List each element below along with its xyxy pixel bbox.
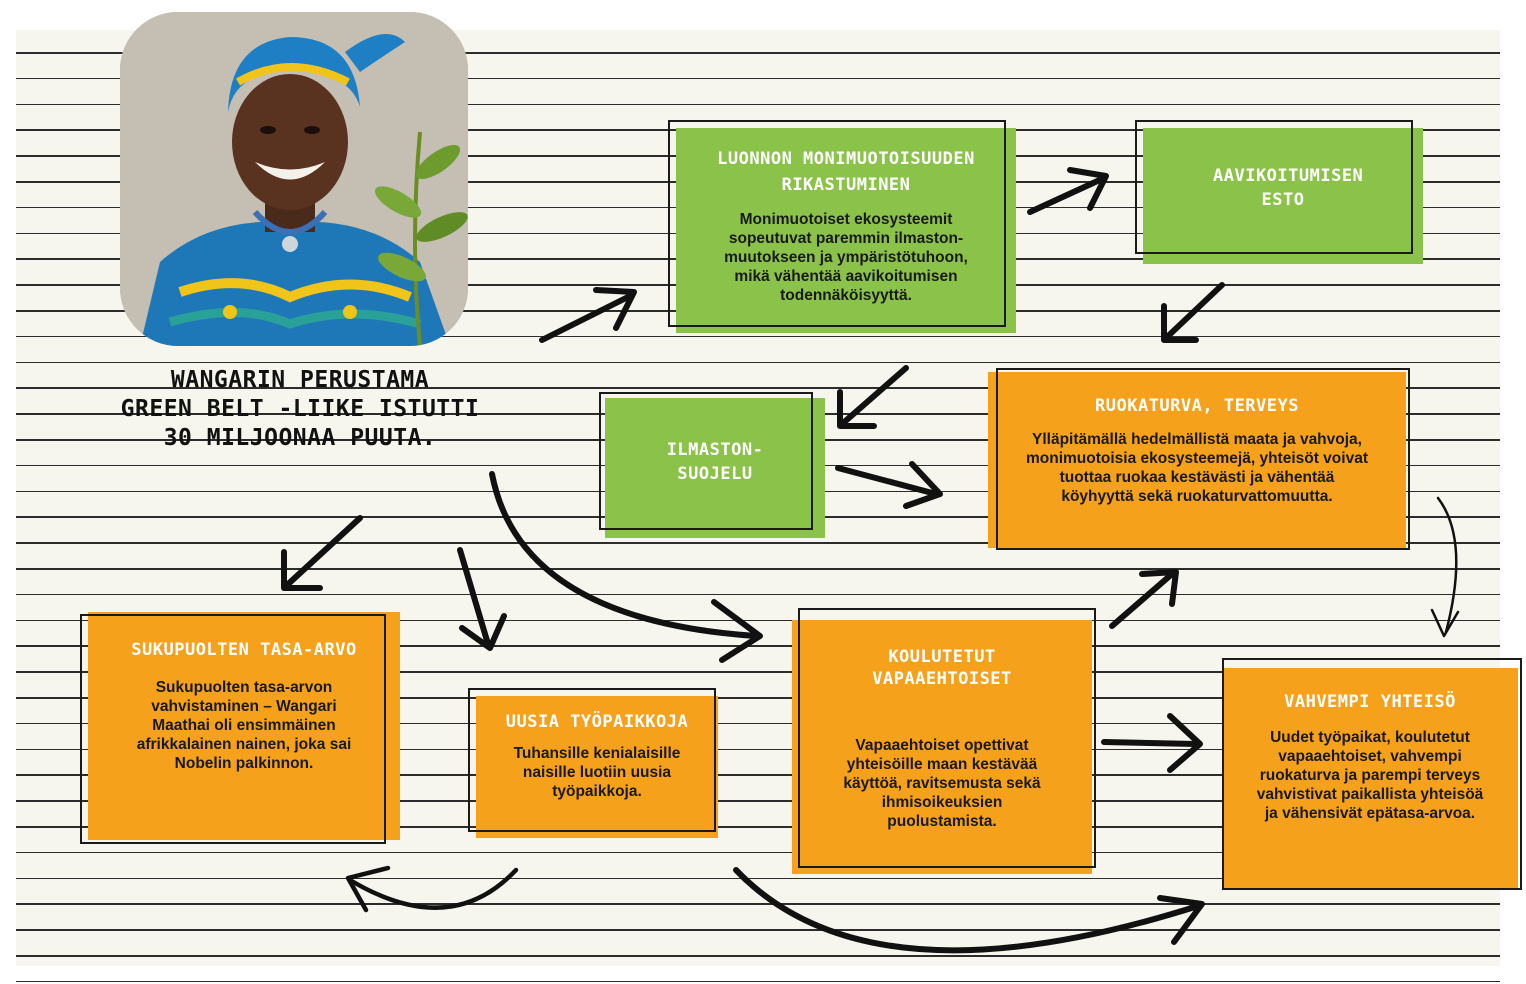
box-jobs-title: UUSIA TYÖPAIKKOJA <box>505 712 689 732</box>
paper-rule-line <box>16 826 1500 828</box>
arrow-to-climate <box>837 365 909 429</box>
paper-rule-line <box>16 335 1500 338</box>
paper-rule-line <box>16 980 1500 983</box>
paper-rule-line <box>16 77 1500 80</box>
arrow-to-jobs <box>457 547 507 651</box>
box-volunteers-title: KOULUTETUT VAPAAEHTOISET <box>872 647 1012 689</box>
paper-rule-line <box>16 877 1500 880</box>
paper-rule-line <box>16 697 1500 699</box>
paper-rule-line <box>16 387 1500 389</box>
arrow-volunteers-to-community <box>1101 713 1203 773</box>
box-gender-equality-text: Sukupuolten tasa-arvon vahvistaminen – W… <box>136 679 352 772</box>
arrow-jobs-to-gender <box>345 865 519 913</box>
box-food-security-text: Ylläpitämällä hedelmällistä maata ja vah… <box>1026 431 1368 505</box>
arrow-to-food-security <box>1161 282 1225 343</box>
box-desertification-title: AAVIKOITUMISEN ESTO <box>1213 166 1364 210</box>
portrait-photo <box>120 12 468 346</box>
paper-rule-line <box>16 800 1500 802</box>
box-climate-title: ILMASTON-SUOJELU <box>666 440 764 484</box>
arrow-to-biodiversity <box>539 287 637 343</box>
paper-rule-line <box>16 929 1500 931</box>
paper-rule-line <box>16 361 1500 364</box>
arrow-curve-to-community <box>733 867 1205 954</box>
paper-rule-line <box>16 774 1500 776</box>
paper-rule-line <box>16 955 1500 957</box>
paper-rule-line <box>16 568 1500 570</box>
box-jobs-text: Tuhansille kenialaisille naisille luotii… <box>513 745 681 800</box>
box-gender-equality-title: SUKUPUOLTEN TASA-ARVO <box>131 640 357 660</box>
headline: WANGARIN PERUSTAMA GREEN BELT -LIIKE IST… <box>100 366 500 453</box>
box-biodiversity-text: Monimuotoiset ekosysteemit sopeutuvat pa… <box>724 211 968 304</box>
paper-rule-line <box>16 103 1500 106</box>
arrow-to-desertification <box>1027 167 1109 215</box>
box-food-security-title: RUOKATURVA, TERVEYS <box>1095 396 1299 416</box>
box-gender-equality: SUKUPUOLTEN TASA-ARVO Sukupuolten tasa-a… <box>80 612 400 844</box>
box-biodiversity-title: LUONNON MONIMUOTOISUUDEN RIKASTUMINEN <box>717 149 975 195</box>
arrow-volunteers-to-food <box>1109 569 1179 629</box>
paper-rule-line <box>16 851 1500 854</box>
paper-rule-line <box>16 645 1500 647</box>
arrow-food-to-community <box>1430 496 1460 638</box>
box-biodiversity: LUONNON MONIMUOTOISUUDEN RIKASTUMINEN Mo… <box>668 120 1016 333</box>
arrow-to-gender-equality <box>281 515 363 591</box>
headline-line-1: WANGARIN PERUSTAMA <box>170 367 430 393</box>
paper-rule-line <box>16 542 1500 544</box>
arrow-climate-to-food <box>835 461 943 509</box>
box-desertification: AAVIKOITUMISEN ESTO <box>1135 120 1423 264</box>
box-jobs: UUSIA TYÖPAIKKOJA Tuhansille kenialaisil… <box>468 688 718 838</box>
headline-line-2: GREEN BELT -LIIKE ISTUTTI <box>120 396 480 422</box>
arrow-curve-to-volunteers <box>489 471 763 663</box>
paper-rule-line <box>16 52 1500 54</box>
paper-rule-line <box>16 619 1500 622</box>
paper-rule-line <box>16 671 1500 673</box>
paper-rule-line <box>16 593 1500 596</box>
paper-rule-line <box>16 903 1500 905</box>
paper-rule-line <box>16 722 1500 725</box>
paper-rule-line <box>16 748 1500 751</box>
box-community-title: VAHVEMPI YHTEISÖ <box>1284 692 1456 712</box>
box-volunteers-text: Vapaaehtoiset opettivat yhteisöille maan… <box>843 737 1041 830</box>
headline-line-3: 30 MILJOONAA PUUTA. <box>163 425 437 451</box>
box-community-text: Uudet työpaikat, koulutetut vapaaehtoise… <box>1256 729 1484 822</box>
